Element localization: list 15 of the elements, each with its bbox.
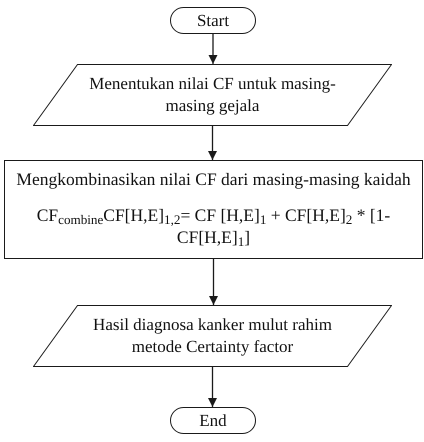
arrow — [209, 259, 218, 305]
io-text: Hasil diagnosa kanker mulut rahim metode Certainty factor — [92, 314, 333, 358]
terminator-shape — [170, 407, 256, 434]
arrow — [208, 126, 217, 160]
input-output-parallelogram — [33, 305, 392, 367]
terminal-label: End — [199, 410, 227, 430]
formula-text: CF$_{combine}$CF[H,E]$_{1,2}$= CF [H,E]$_{1}$ + CF[H,E]$_{2}$ * [1-CF[H,E]$_{1}$] — [36, 204, 392, 248]
process-text: Mengkombinasikan nilai CF dari masing-masing kaidah — [16, 168, 411, 190]
arrow — [208, 367, 217, 407]
input-output-parallelogram — [33, 64, 392, 126]
process-box — [4, 160, 423, 259]
terminal-label: Start — [196, 10, 230, 30]
terminator-shape — [170, 7, 256, 34]
arrow — [208, 34, 218, 64]
io-text: Menentukan nilai CF untuk masing-masing gejala — [88, 73, 337, 117]
